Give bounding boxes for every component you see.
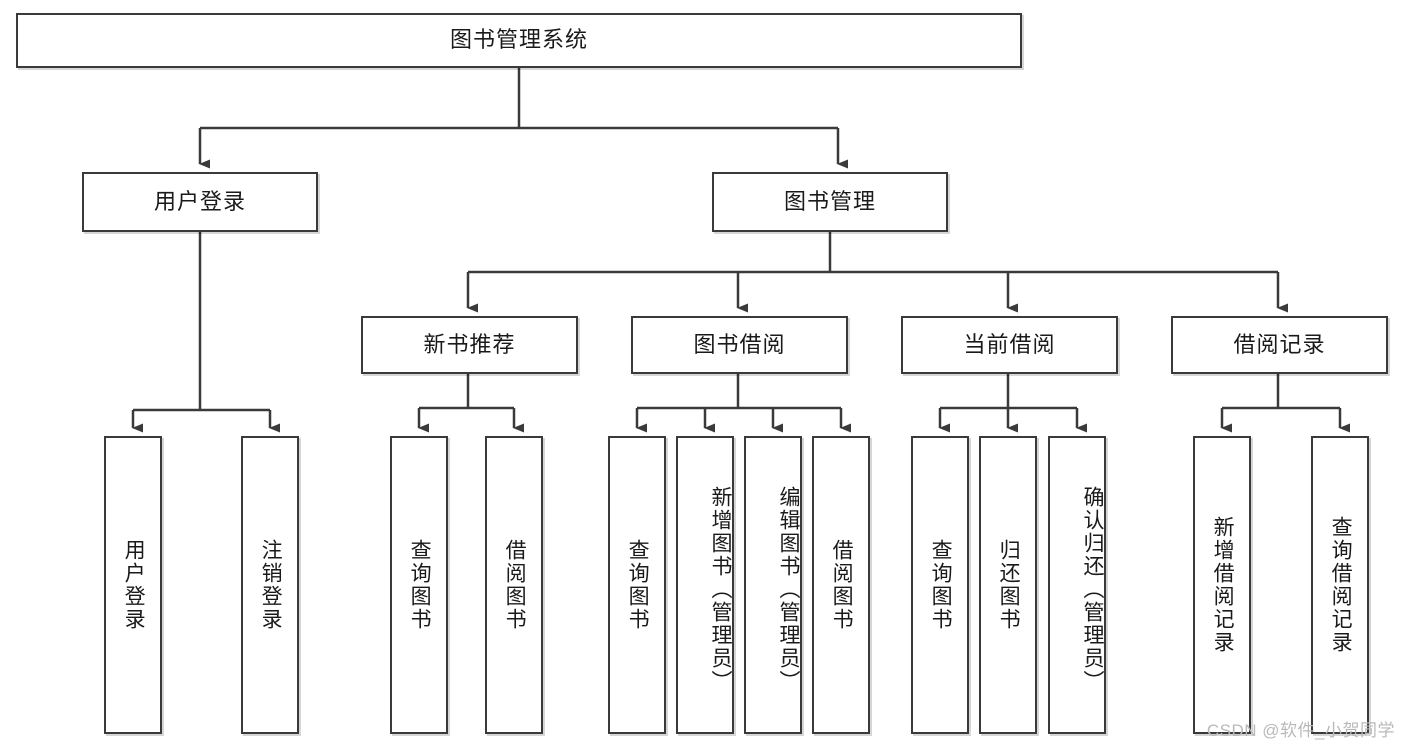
- node-book-borrow[interactable]: 图书借阅: [631, 316, 848, 374]
- watermark-text: CSDN @软件_小贺同学: [1206, 721, 1395, 740]
- leaf-borrow-book-borrow[interactable]: 借阅图书: [812, 436, 870, 734]
- leaf-query-book-recommend[interactable]: 查询图书: [390, 436, 448, 734]
- node-book-borrow-label: 图书借阅: [693, 331, 786, 357]
- leaf-query-book-recommend-label: 查询图书: [408, 539, 432, 631]
- leaf-logout-label: 注销登录: [259, 539, 283, 631]
- leaf-user-login[interactable]: 用户登录: [104, 436, 162, 734]
- node-book-management-label: 图书管理: [783, 188, 876, 214]
- leaf-query-book-current-label: 查询图书: [929, 539, 953, 631]
- leaf-logout[interactable]: 注销登录: [241, 436, 299, 734]
- node-new-book-recommend-label: 新书推荐: [423, 331, 516, 357]
- node-current-borrow-label: 当前借阅: [963, 331, 1056, 357]
- leaf-add-borrow-record-label: 新增借阅记录: [1211, 516, 1235, 654]
- node-root-label: 图书管理系统: [449, 27, 588, 53]
- leaf-user-login-label: 用户登录: [122, 539, 146, 631]
- leaf-query-book-current[interactable]: 查询图书: [911, 436, 969, 734]
- leaf-edit-book-admin-label: 编辑图书（管理员）: [777, 485, 800, 693]
- leaf-query-book-borrow[interactable]: 查询图书: [608, 436, 666, 734]
- node-current-borrow[interactable]: 当前借阅: [901, 316, 1118, 374]
- leaf-borrow-book-borrow-label: 借阅图书: [830, 539, 854, 631]
- leaf-confirm-return-admin-label: 确认归还（管理员）: [1081, 485, 1104, 693]
- leaf-edit-book-admin[interactable]: 编辑图书（管理员）: [744, 436, 802, 734]
- node-borrow-record[interactable]: 借阅记录: [1171, 316, 1388, 374]
- leaf-confirm-return-admin[interactable]: 确认归还（管理员）: [1048, 436, 1106, 734]
- node-user-login-label: 用户登录: [153, 188, 246, 214]
- leaf-add-book-admin-label: 新增图书（管理员）: [709, 485, 732, 693]
- leaf-query-borrow-record-label: 查询借阅记录: [1329, 516, 1353, 654]
- node-book-management[interactable]: 图书管理: [712, 172, 948, 232]
- leaf-return-book[interactable]: 归还图书: [979, 436, 1037, 734]
- leaf-query-book-borrow-label: 查询图书: [626, 539, 650, 631]
- leaf-add-borrow-record[interactable]: 新增借阅记录: [1193, 436, 1251, 734]
- node-borrow-record-label: 借阅记录: [1233, 331, 1326, 357]
- leaf-return-book-label: 归还图书: [997, 539, 1021, 631]
- node-root[interactable]: 图书管理系统: [16, 13, 1022, 68]
- leaf-borrow-book-recommend-label: 借阅图书: [503, 539, 527, 631]
- node-new-book-recommend[interactable]: 新书推荐: [361, 316, 578, 374]
- leaf-add-book-admin[interactable]: 新增图书（管理员）: [676, 436, 734, 734]
- node-user-login[interactable]: 用户登录: [82, 172, 318, 232]
- leaf-query-borrow-record[interactable]: 查询借阅记录: [1311, 436, 1369, 734]
- leaf-borrow-book-recommend[interactable]: 借阅图书: [485, 436, 543, 734]
